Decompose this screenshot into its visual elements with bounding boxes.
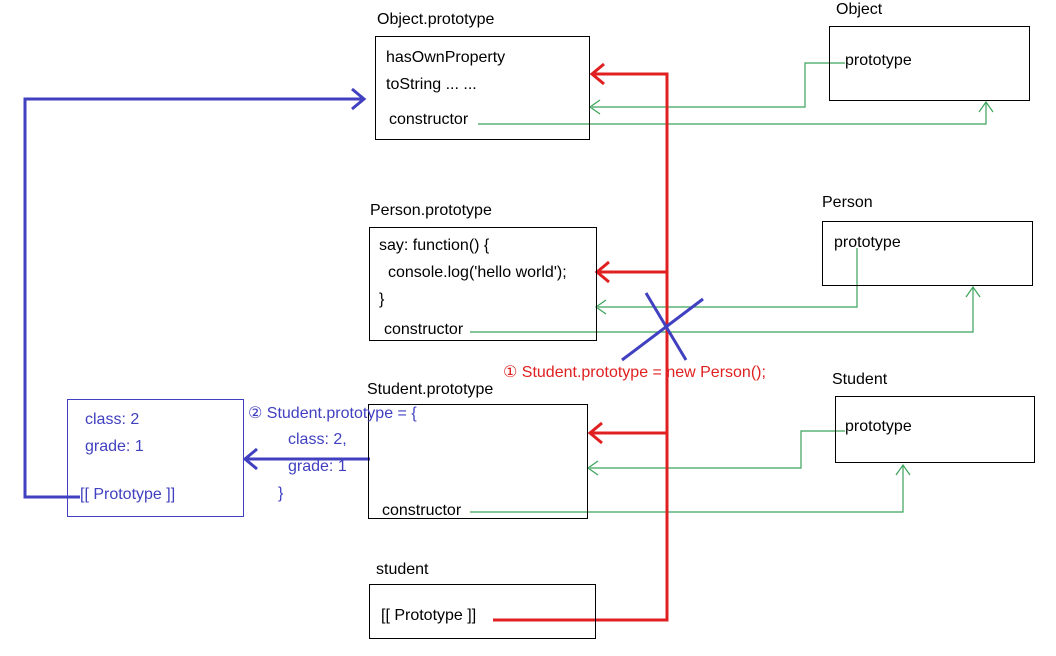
person-prototype-constructor: constructor <box>384 321 464 338</box>
annotation-object-literal: ② Student.prototype = { <box>248 405 417 422</box>
new-object-class: class: 2 <box>85 411 140 428</box>
student-instance-proto: [[ Prototype ]] <box>381 607 477 624</box>
person-prototype-title: Person.prototype <box>370 202 492 219</box>
object-prototype-constructor: constructor <box>389 111 469 128</box>
blue-prototype-link <box>23 97 364 499</box>
object-constructor-link <box>478 102 987 125</box>
student-instance-title: student <box>376 561 429 578</box>
annotation-object-class: class: 2, <box>288 431 347 448</box>
student-instance-box <box>369 584 596 639</box>
object-prototype-method-1: hasOwnProperty <box>386 49 506 66</box>
new-object-proto: [[ Prototype ]] <box>80 486 176 503</box>
student-fn-prototype: prototype <box>845 418 912 435</box>
person-constructor-link <box>470 287 974 333</box>
person-fn-box <box>822 221 1033 286</box>
new-prototype-object-box <box>67 399 244 517</box>
person-prototype-say-end: } <box>379 291 385 308</box>
person-prototype-box <box>369 227 597 341</box>
object-fn-title: Object <box>836 1 883 18</box>
object-prototype-link <box>592 62 845 108</box>
person-prototype-say: say: function() { <box>379 237 490 254</box>
student-prototype-box <box>368 404 588 519</box>
student-fn-box <box>835 396 1035 463</box>
annotation-object-grade: grade: 1 <box>288 458 347 475</box>
person-fn-title: Person <box>822 194 873 211</box>
student-prototype-link <box>590 430 845 469</box>
annotation-object-close: } <box>278 485 284 502</box>
object-prototype-method-2: toString ... ... <box>386 76 477 93</box>
student-prototype-constructor: constructor <box>382 502 462 519</box>
person-prototype-link <box>598 248 858 308</box>
new-object-grade: grade: 1 <box>85 438 144 455</box>
annotation-new-person: ① Student.prototype = new Person(); <box>503 364 766 381</box>
person-fn-prototype: prototype <box>834 234 901 251</box>
object-fn-prototype: prototype <box>845 52 912 69</box>
student-constructor-link <box>470 465 904 513</box>
student-fn-title: Student <box>832 371 888 388</box>
person-prototype-say-body: console.log('hello world'); <box>388 264 567 281</box>
object-prototype-box <box>375 36 590 140</box>
red-prototype-chain <box>493 72 669 622</box>
student-prototype-title: Student.prototype <box>367 381 494 398</box>
object-prototype-title: Object.prototype <box>377 11 495 28</box>
object-fn-box <box>829 26 1030 101</box>
